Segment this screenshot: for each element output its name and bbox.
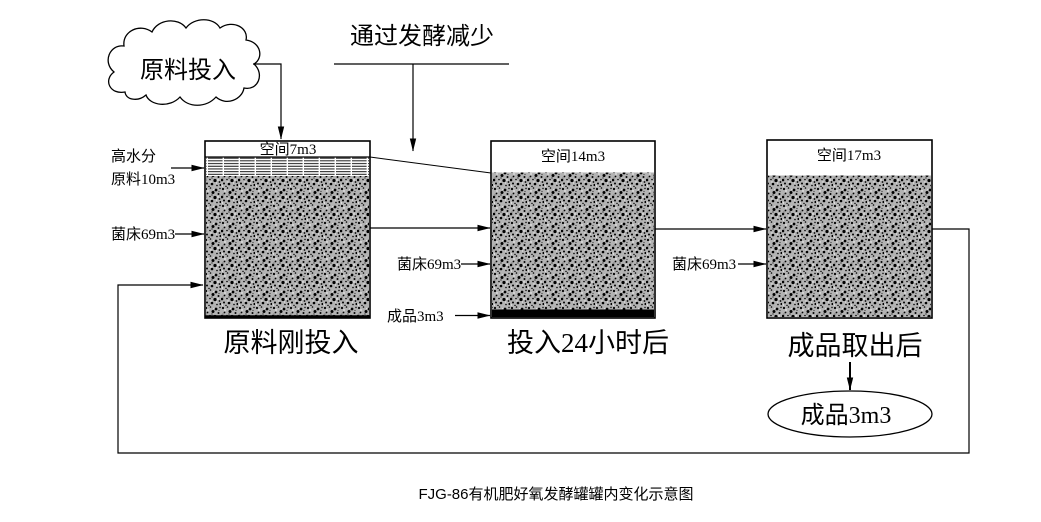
product-out-label: 成品3m3 [801, 402, 892, 429]
high-moisture-label-line2: 原料10m3 [111, 171, 175, 188]
product-out-ellipse [767, 390, 933, 438]
tank2-space-label: 空间14m3 [541, 148, 605, 165]
tank-1: 空间7m3 [204, 140, 371, 319]
tank3-space-label: 空间17m3 [817, 147, 881, 164]
tank1-caption: 原料刚投入 [224, 328, 359, 358]
tank2-bed-layer [492, 172, 654, 310]
tank-2: 空间14m3 [490, 140, 656, 319]
tank2-caption: 投入24小时后 [507, 328, 669, 358]
tank-3: 空间17m3 [766, 139, 933, 319]
recycle-loop-arrow [117, 228, 970, 454]
tank3-caption: 成品取出后 [788, 331, 923, 361]
bed-label-tank1: 菌床69m3 [111, 226, 175, 243]
product-label-tank2: 成品3m3 [387, 308, 444, 325]
bed-label-tank2: 菌床69m3 [397, 256, 461, 273]
fermentation-reduction-note: 通过发酵减少 [334, 23, 509, 152]
tank1-bed-layer [206, 176, 369, 317]
diagram-caption: FJG-86有机肥好氧发酵罐罐内变化示意图 [418, 485, 693, 503]
top-title: 通过发酵减少 [350, 23, 494, 50]
high-moisture-label-line1: 高水分 [111, 148, 156, 165]
product-out-bubble: 成品3m3 [767, 390, 933, 438]
tank3-bed-layer [768, 175, 931, 317]
cloud-shape [107, 19, 261, 106]
cloud-to-tank1-arrow [253, 63, 285, 140]
tank2-product-layer [492, 309, 654, 318]
raw-material-cloud: 原料投入 [107, 19, 261, 106]
cloud-label: 原料投入 [140, 57, 236, 84]
headspace-reference-line [369, 156, 492, 174]
tank1-raw-material-layer [206, 157, 369, 176]
tank1-space-label: 空间7m3 [260, 141, 317, 158]
bed-label-tank3: 菌床69m3 [672, 256, 736, 273]
